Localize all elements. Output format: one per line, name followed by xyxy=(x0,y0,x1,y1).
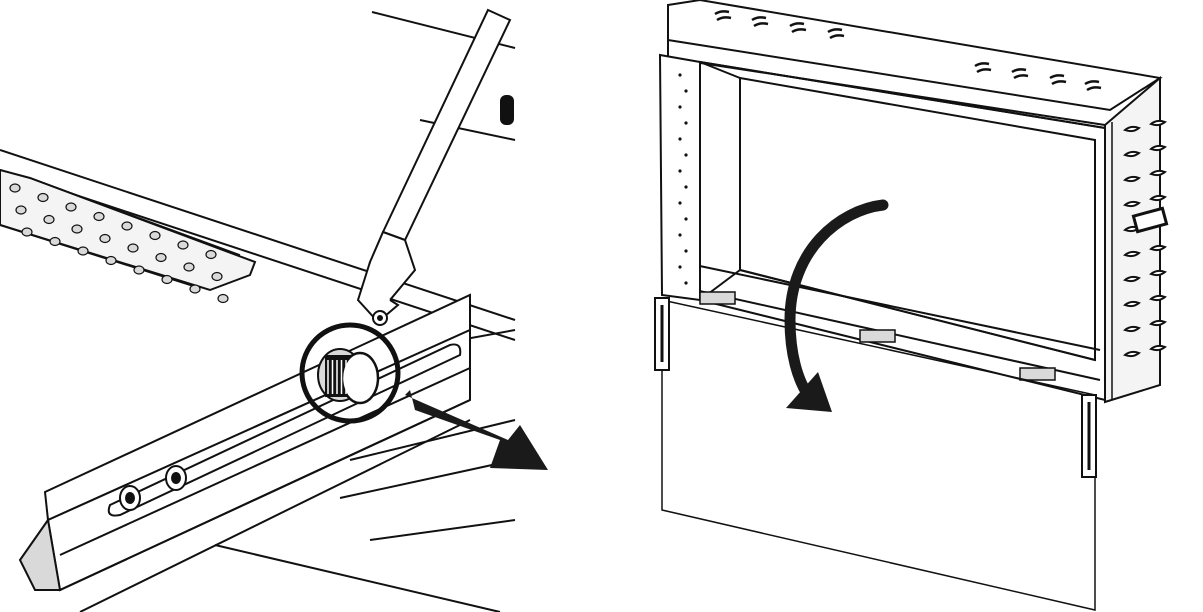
side-vent xyxy=(1149,144,1167,152)
plate-hole xyxy=(211,271,223,282)
plate-hole xyxy=(15,205,27,215)
frame-dot xyxy=(684,249,688,253)
vent-slot xyxy=(1051,80,1067,86)
vent-slot xyxy=(1084,80,1100,86)
plate-hole xyxy=(77,246,89,256)
vent-slot xyxy=(789,22,805,28)
side-vent xyxy=(1123,275,1141,283)
lever-rod xyxy=(356,8,514,326)
plate-hole xyxy=(161,274,173,285)
side-vent xyxy=(1149,169,1167,177)
frame-dot xyxy=(678,169,682,173)
vent-slot xyxy=(1013,74,1029,80)
side-vent xyxy=(1149,269,1167,277)
side-bracket xyxy=(1131,206,1169,234)
plate-hole xyxy=(149,230,161,241)
frame-dot xyxy=(678,265,682,269)
side-vent xyxy=(1123,325,1141,333)
vent-slot xyxy=(976,68,992,74)
vent-slot xyxy=(974,62,990,68)
plate-hole xyxy=(43,214,55,225)
side-vent xyxy=(1123,250,1141,258)
side-vent xyxy=(1149,319,1167,327)
frame-dot xyxy=(678,233,682,237)
left-panel xyxy=(0,8,548,612)
vent-slot xyxy=(1049,74,1065,80)
plate-hole xyxy=(133,265,145,275)
left-frame-strip xyxy=(658,53,701,302)
plate-hole xyxy=(155,252,167,263)
plate-hole xyxy=(65,202,77,212)
side-vent xyxy=(1123,200,1141,208)
side-vent-panel xyxy=(1104,75,1169,404)
firebox-top xyxy=(667,0,1163,129)
panel-hinges xyxy=(699,291,1056,381)
plate-hole xyxy=(121,221,133,231)
vent-slot xyxy=(716,16,732,22)
plate-hole xyxy=(71,224,83,234)
plate-hole xyxy=(205,249,217,260)
top-vent-slots xyxy=(714,10,1102,92)
plate-hole xyxy=(189,284,201,294)
vent-slot xyxy=(714,10,730,16)
firebox-opening xyxy=(694,60,1106,402)
plate-hole xyxy=(21,227,33,237)
vent-slot xyxy=(827,28,843,34)
rail-screw xyxy=(119,485,141,511)
side-vent xyxy=(1123,300,1141,308)
plate-hole xyxy=(99,233,111,244)
frame-dot xyxy=(678,137,682,141)
vent-slot xyxy=(829,34,845,40)
plate-hole xyxy=(93,211,105,222)
frame-dot xyxy=(678,73,682,77)
side-vent xyxy=(1149,244,1167,252)
rail-screw xyxy=(165,465,187,491)
frame-dot xyxy=(678,201,682,205)
plate-hole xyxy=(217,293,229,304)
right-panel xyxy=(654,0,1169,611)
plate-hole xyxy=(127,243,139,253)
side-vent xyxy=(1149,194,1167,202)
frame-dot xyxy=(684,217,688,221)
vent-slot xyxy=(1011,68,1027,74)
vent-slot xyxy=(751,16,767,22)
frame-dot xyxy=(684,281,688,285)
swing-down-arrow-icon xyxy=(784,199,889,412)
perforated-plate xyxy=(0,168,257,304)
vent-slot xyxy=(791,28,807,34)
side-vent xyxy=(1123,150,1141,158)
frame-dot xyxy=(678,105,682,109)
plate-hole xyxy=(183,262,195,272)
side-vent xyxy=(1149,294,1167,302)
frame-dot xyxy=(684,185,688,189)
plate-hole xyxy=(105,255,117,266)
side-vent xyxy=(1123,175,1141,183)
plate-hole xyxy=(9,183,21,193)
side-vent xyxy=(1123,125,1141,133)
frame-dot xyxy=(684,121,688,125)
plate-holes xyxy=(9,183,229,304)
side-vent xyxy=(1149,344,1167,352)
side-vent xyxy=(1123,350,1141,358)
vent-slot xyxy=(753,22,769,28)
slide-rail xyxy=(18,293,471,612)
thumb-knob xyxy=(317,348,380,405)
frame-dot xyxy=(684,89,688,93)
plate-hole xyxy=(37,192,49,203)
side-vent xyxy=(1149,119,1167,127)
front-panel xyxy=(654,297,1097,611)
plate-hole xyxy=(49,236,61,247)
plate-hole xyxy=(177,240,189,250)
pull-arrow-icon xyxy=(405,390,548,470)
frame-dot xyxy=(684,153,688,157)
vent-slot xyxy=(1086,86,1102,92)
callout-circle xyxy=(299,322,401,424)
